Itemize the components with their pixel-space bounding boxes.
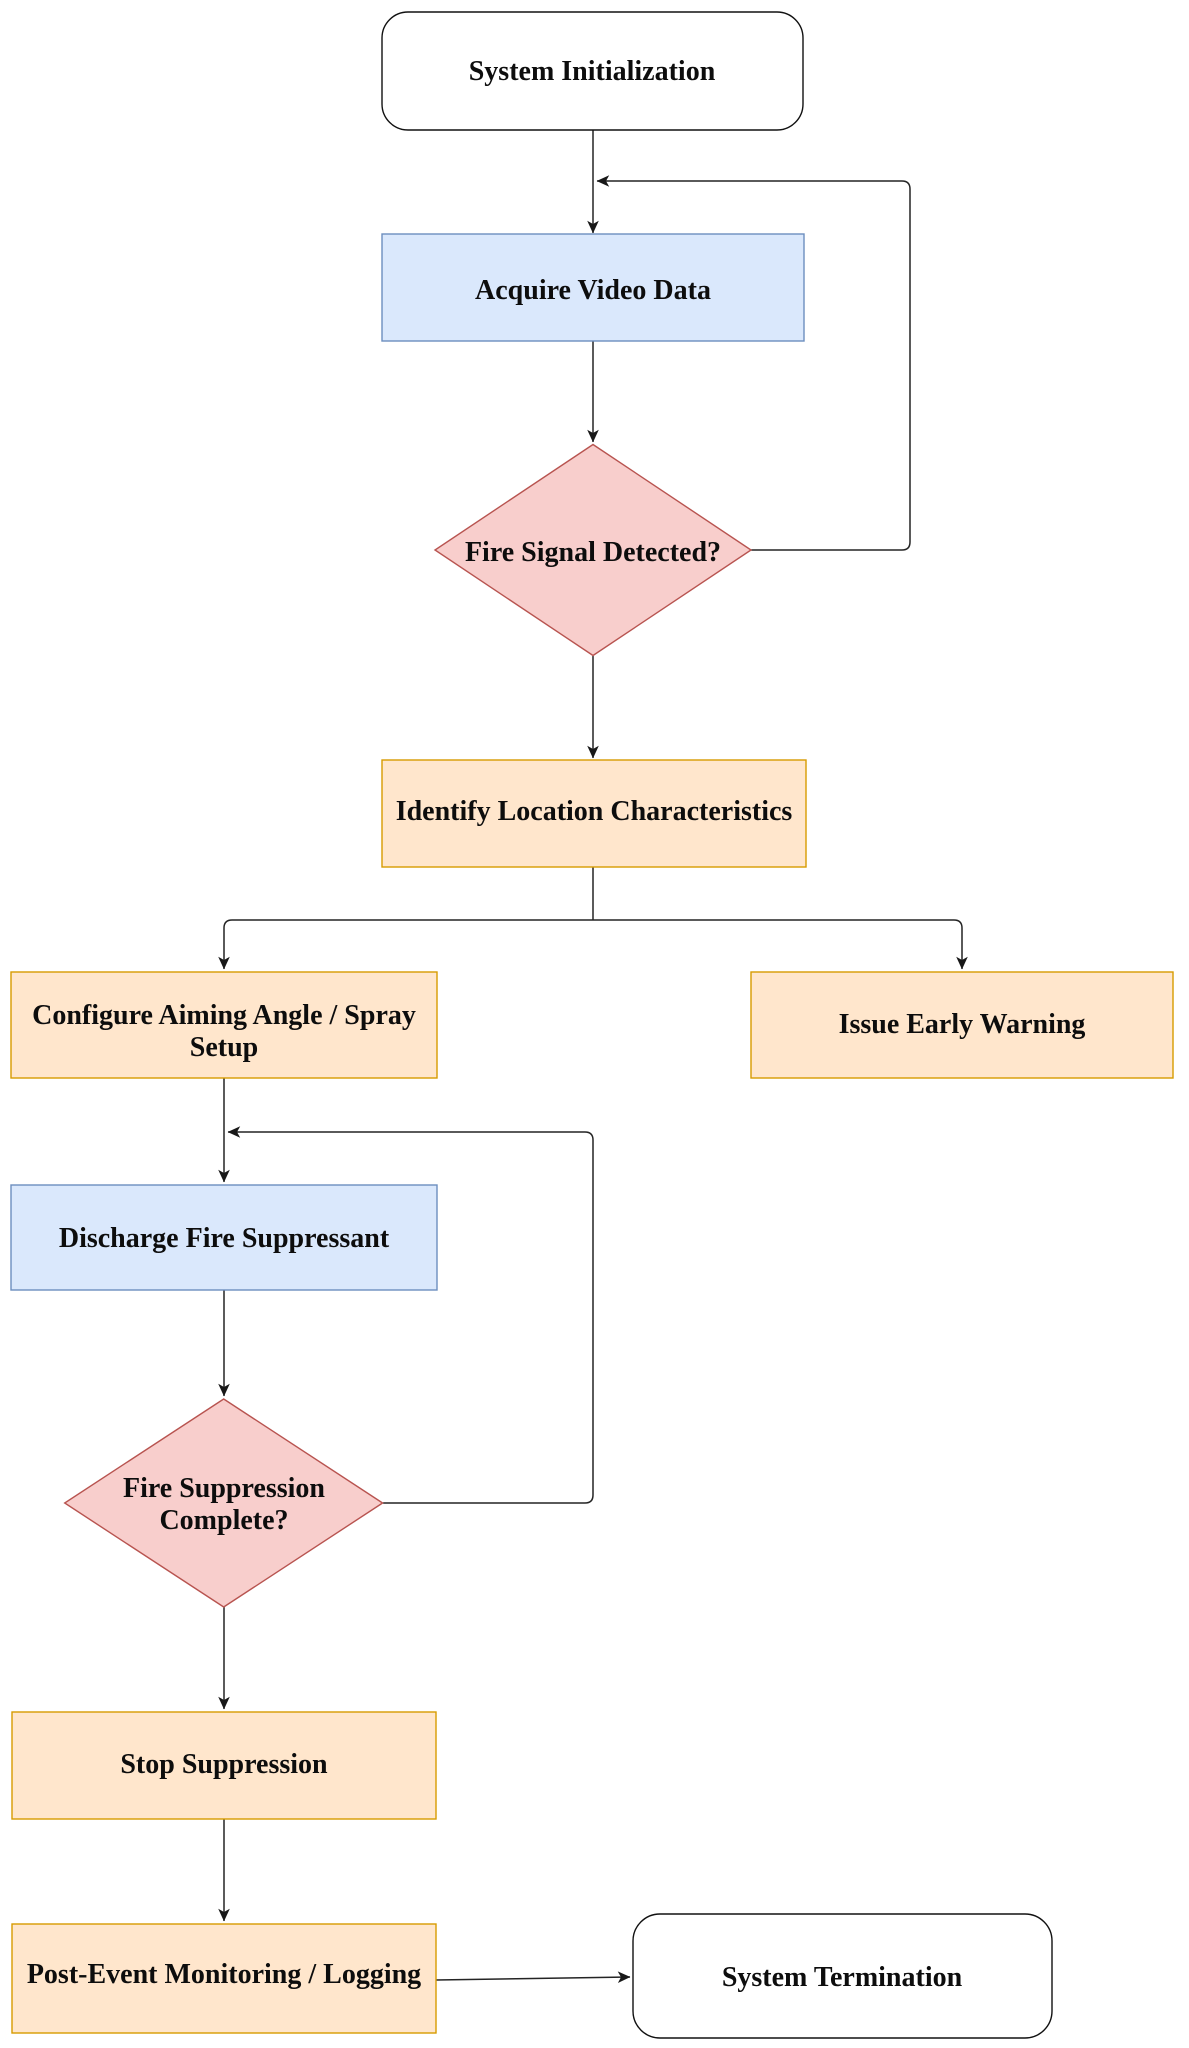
svg-text:Fire Suppression: Fire Suppression: [123, 1473, 325, 1504]
svg-text:Complete?: Complete?: [159, 1505, 288, 1536]
svg-text:Issue Early Warning: Issue Early Warning: [839, 1009, 1086, 1040]
svg-text:Stop Suppression: Stop Suppression: [120, 1749, 328, 1780]
svg-text:Acquire Video Data: Acquire Video Data: [475, 275, 711, 306]
svg-text:System Termination: System Termination: [722, 1962, 963, 1993]
svg-text:Configure Aiming Angle / Spray: Configure Aiming Angle / Spray: [32, 1000, 416, 1031]
svg-text:Post-Event Monitoring / Loggin: Post-Event Monitoring / Logging: [27, 1959, 421, 1990]
svg-text:Discharge Fire Suppressant: Discharge Fire Suppressant: [59, 1223, 390, 1254]
svg-text:System Initialization: System Initialization: [469, 56, 716, 87]
svg-text:Setup: Setup: [190, 1032, 258, 1063]
svg-text:Identify Location Characterist: Identify Location Characteristics: [396, 796, 793, 827]
svg-text:Fire Signal Detected?: Fire Signal Detected?: [465, 537, 721, 568]
